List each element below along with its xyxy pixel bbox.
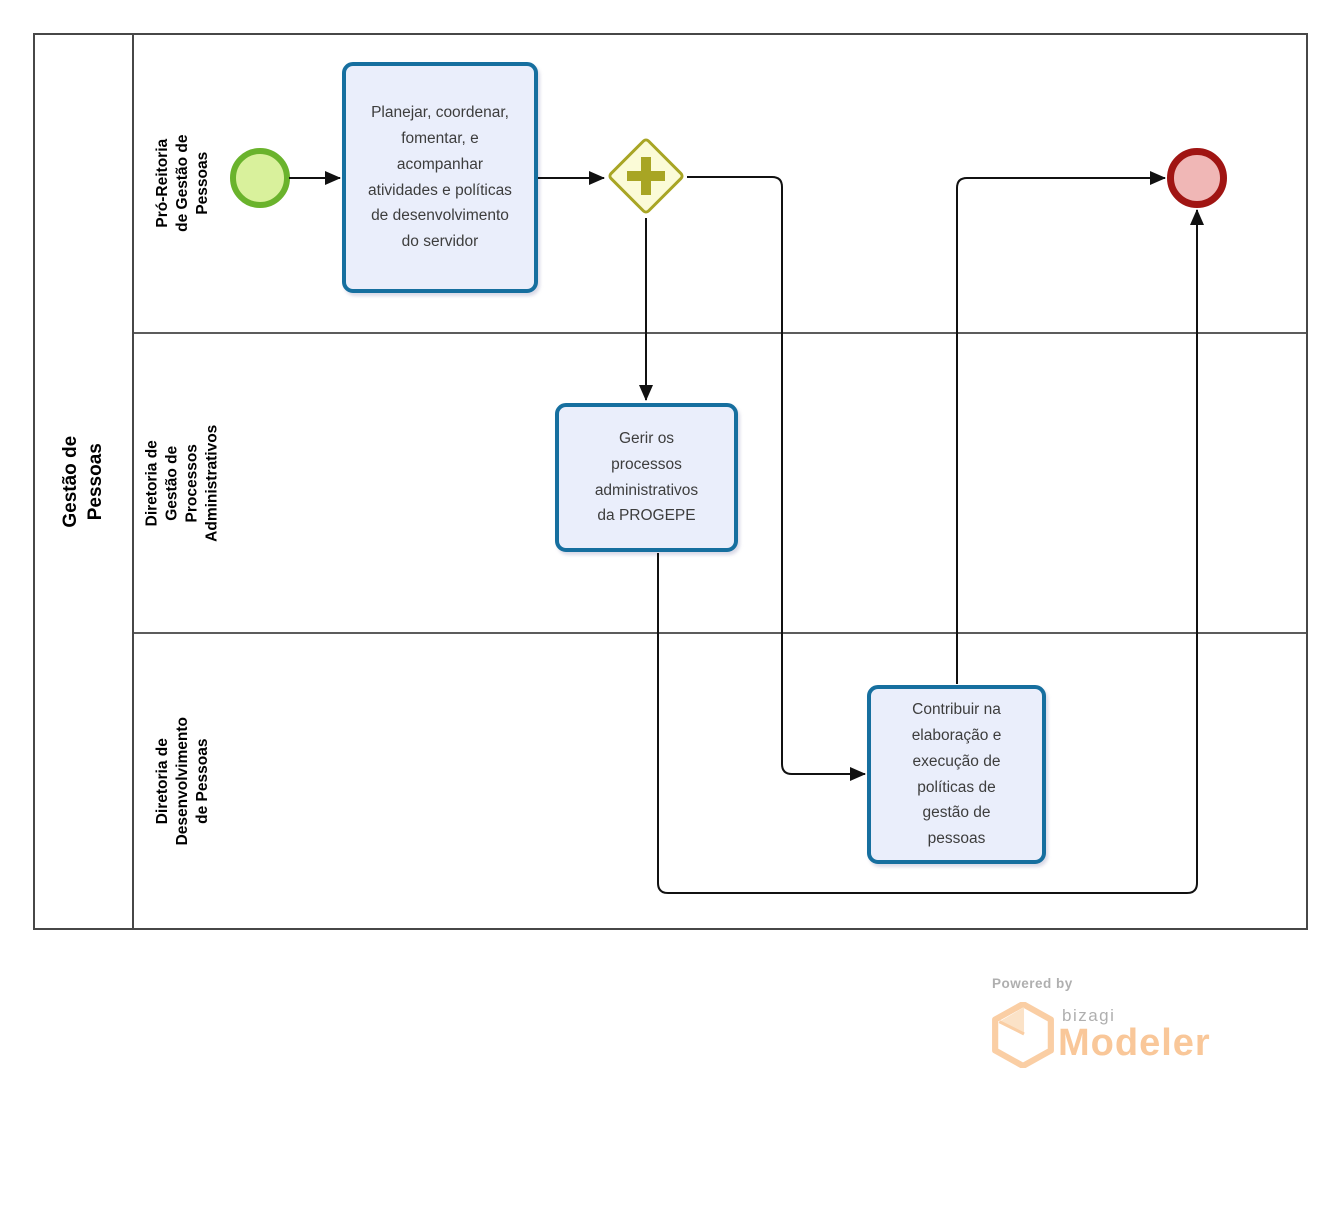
start-event-circle-icon[interactable] — [230, 148, 290, 208]
pool-label: Gestão de Pessoas — [59, 435, 106, 528]
bizagi-logo-icon — [992, 1002, 1054, 1068]
task-gerir-label: Gerir os processos administrativos da PR… — [594, 430, 699, 525]
pool-header-divider — [132, 33, 134, 930]
task-contribuir-label: Contribuir na elaboração e execução de p… — [911, 701, 1002, 847]
pool-header: Gestão de Pessoas — [35, 35, 132, 928]
task-contribuir[interactable]: Contribuir na elaboração e execução de p… — [867, 685, 1046, 864]
end-event-circle-icon[interactable] — [1167, 148, 1227, 208]
bizagi-brand-text: bizagi — [1062, 1006, 1116, 1025]
plus-icon-bar-vertical — [641, 157, 651, 195]
modeler-product-text: Modeler — [1058, 1022, 1211, 1064]
lane-label-desenvolvimento: Diretoria de Desenvolvimento de Pessoas — [153, 716, 212, 846]
task-planejar[interactable]: Planejar, coordenar, fomentar, e acompan… — [342, 62, 538, 293]
lane-gestao-processos: Diretoria de Gestão de Processos Adminis… — [134, 334, 232, 632]
lane-divider-1 — [134, 332, 1306, 334]
task-gerir[interactable]: Gerir os processos administrativos da PR… — [555, 403, 738, 552]
lane-desenvolvimento: Diretoria de Desenvolvimento de Pessoas — [134, 634, 232, 928]
lane-label-gestao-processos: Diretoria de Gestão de Processos Adminis… — [143, 424, 222, 542]
lane-pro-reitoria: Pró-Reitoria de Gestão de Pessoas — [134, 35, 232, 332]
task-planejar-label: Planejar, coordenar, fomentar, e acompan… — [368, 104, 512, 250]
lane-label-pro-reitoria: Pró-Reitoria de Gestão de Pessoas — [153, 134, 212, 233]
powered-by-text: Powered by — [992, 976, 1073, 991]
lane-divider-2 — [134, 632, 1306, 634]
